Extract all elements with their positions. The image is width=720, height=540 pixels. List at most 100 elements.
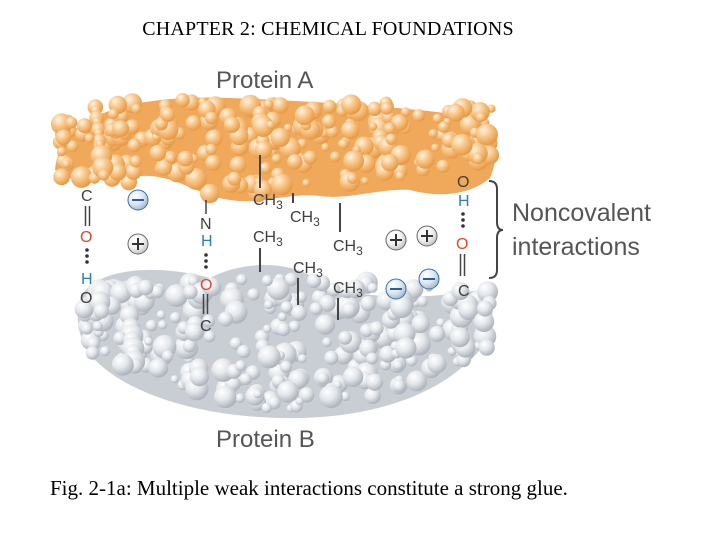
protein-a-bead [160,107,176,122]
slide-title: CHAPTER 2: CHEMICAL FOUNDATIONS [142,18,514,40]
protein-b-bead [144,337,153,346]
protein-a-bead [436,159,450,173]
protein-a-bead [131,103,142,114]
protein-a-bead [77,118,92,134]
protein-a-bead [321,142,330,152]
protein-a-bead [205,154,222,171]
protein-a-bead [98,169,110,181]
negative-charge-right-1 [385,278,407,300]
methyl-groups: CH3 CH3 CH3 CH3 CH3 CH3 [253,155,363,320]
protein-b-bead [203,330,216,343]
protein-b-bead [85,346,100,360]
protein-b-bead [93,303,110,319]
protein-a-bead [55,129,72,146]
protein-a-bead [302,179,311,188]
protein-b-bead [346,279,366,299]
protein-a-bead [294,105,315,126]
protein-b-bead [218,311,234,327]
protein-a-bead [185,115,202,131]
protein-a-bead [50,113,73,135]
protein-a-bead [360,176,369,185]
protein-b-bead [235,393,245,403]
protein-a-bead [66,140,79,153]
protein-b-bead [436,318,446,328]
protein-b-bead [276,381,299,403]
protein-b-bead [291,305,307,321]
protein-b-bead [369,321,384,336]
positive-charge-right-1 [385,229,407,251]
protein-a-bead [271,173,293,196]
protein-a-bead [177,150,193,167]
protein-a-bead [205,111,218,125]
protein-b-bead [202,277,222,297]
protein-b-bead [379,345,397,363]
protein-a-bead [227,171,242,186]
protein-b-bead [148,358,168,378]
protein-a-bead [62,160,71,169]
protein-a-label: Protein A [216,67,313,94]
protein-b-bead [299,387,315,403]
protein-a-bead [253,180,273,199]
atom-o-right: O [456,236,468,253]
protein-a-bead [303,150,318,165]
positive-charge-right-2 [416,225,438,247]
negative-charge-top-left [127,189,149,211]
protein-a-bead [476,112,486,123]
negative-charge-right-2 [418,268,440,290]
protein-b-bead [235,360,247,372]
protein-a-bead [321,114,336,129]
protein-a-bead [451,134,473,156]
protein-b-bead [319,384,343,409]
protein-a-bead [125,163,142,180]
protein-b-bead [150,285,164,299]
protein-a-bead [254,141,273,159]
protein-b-bead [342,366,364,387]
protein-b-bead [100,346,111,357]
protein-b-bead [449,327,470,348]
protein-a-bead [412,109,426,122]
protein-a-bead [472,153,484,165]
protein-a-bead [112,120,130,138]
protein-a-bead [395,171,406,181]
methyl-label-3: CH3 [253,229,283,249]
protein-a-bead [341,120,360,140]
atom-c-right: C [458,283,470,300]
protein-a-bead [347,173,358,184]
protein-a-bead [65,116,78,129]
protein-a-bead [223,116,240,133]
protein-a-bead [343,150,365,172]
protein-b-bead [247,288,260,301]
protein-a-bead [428,129,438,139]
noncovalent-label: Noncovalent [512,199,651,227]
protein-b-bead [324,350,339,365]
protein-a-bead [385,133,397,145]
protein-a-bead [329,151,341,163]
protein-a-bead [476,123,498,146]
protein-b-bead [214,385,237,409]
protein-b-bead [288,320,300,333]
protein-b-bead [261,402,272,414]
protein-b-bead [366,352,378,365]
protein-b-bead [86,336,100,350]
protein-a-bead [368,122,378,131]
protein-a-bead [200,183,220,204]
methyl-label-2: CH3 [290,209,320,229]
protein-a-bead [175,93,190,108]
protein-b-bead [451,282,470,301]
protein-a-bead [438,121,450,133]
protein-b-bead [395,337,417,359]
protein-b-bead [169,312,181,324]
hydrogen-bond-middle: N H O C [200,200,213,335]
protein-a-bead [129,155,142,168]
protein-a-bead [432,113,443,124]
protein-a-bead [287,154,303,170]
protein-b-bead [427,354,447,374]
protein-b-bead [473,311,495,333]
protein-b-bead [266,277,290,301]
protein-b-bead [165,284,189,307]
protein-a-bead [165,153,176,164]
protein-b-bead [279,360,292,373]
protein-b-bead [411,314,430,334]
methyl-label-4: CH3 [333,238,363,258]
protein-a-bead [149,144,167,162]
